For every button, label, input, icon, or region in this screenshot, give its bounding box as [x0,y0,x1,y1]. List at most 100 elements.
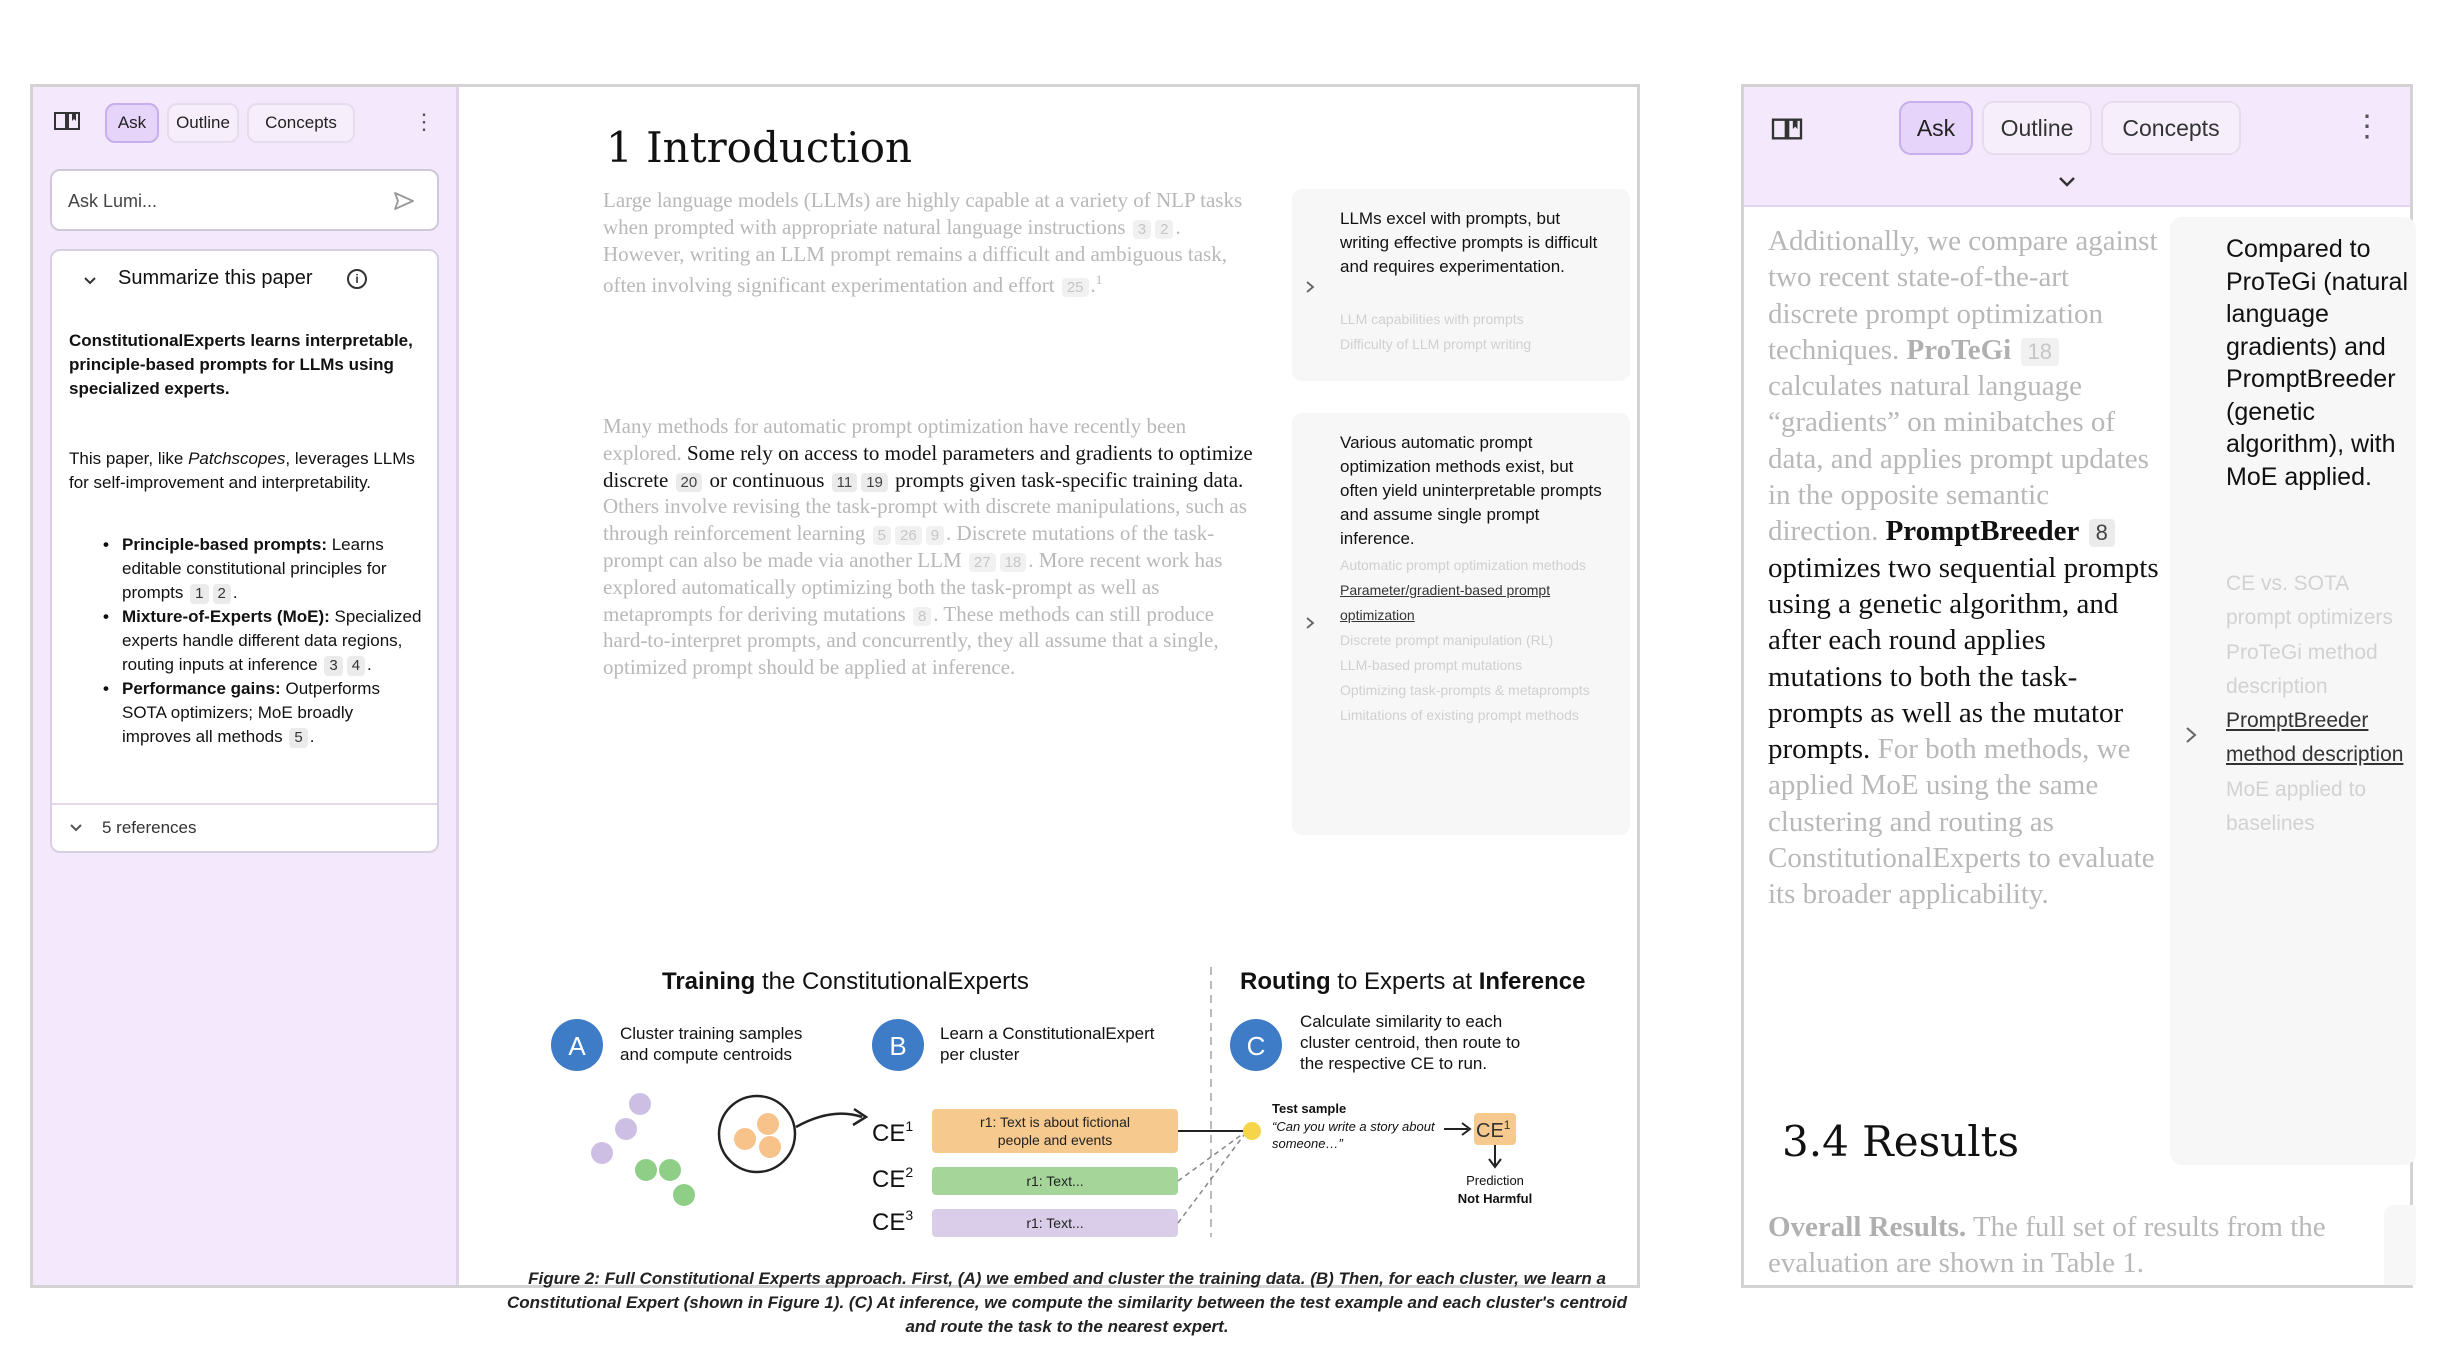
tab-concepts[interactable]: Concepts [247,103,355,143]
cluster-circle [717,1094,797,1174]
ask-input[interactable] [68,187,368,215]
reference-chip[interactable]: 8 [912,606,932,626]
ce-label: CE2 [872,1164,913,1193]
outline-summary: Various automatic prompt optimization me… [1340,433,1602,548]
reference-chip[interactable]: 18 [2020,337,2059,366]
outline-items: CE vs. SOTA prompt optimizers ProTeGi me… [2226,567,2411,841]
outline-item[interactable]: Difficulty of LLM prompt writing [1340,336,1532,352]
chevron-right-icon[interactable] [2184,725,2198,745]
outline-item[interactable]: LLM-based prompt mutations [1340,657,1523,673]
figure-diagram: Training the ConstitutionalExperts Routi… [551,967,1585,1237]
step-a-letter: A [568,1031,586,1061]
results-paragraph: Overall Results. The full set of results… [1768,1211,2326,1280]
summary-paragraph: This paper, like Patchscopes, leverages … [69,449,415,492]
outline-card-1[interactable]: LLMs excel with prompts, but writing eff… [1292,189,1630,381]
rule-text: people and events [998,1132,1112,1148]
outline-card-stub [2384,1205,2416,1285]
left-window: Ask Outline Concepts ⋮ Summarize this pa… [30,84,1640,1336]
reference-chip[interactable]: 18 [999,552,1027,572]
chevron-right-icon[interactable] [1304,279,1316,295]
summary-bullets: Principle-based prompts: Learns editable… [69,533,424,749]
info-icon[interactable]: i [347,269,367,289]
kebab-menu-icon[interactable]: ⋮ [413,109,435,134]
chevron-down-icon[interactable] [82,273,98,289]
rule-box-2 [932,1167,1178,1195]
step-c-badge [1230,1019,1282,1071]
outline-item-current[interactable]: Parameter/gradient-based prompt optimiza… [1340,582,1551,623]
reference-chip[interactable]: 3 [1132,219,1152,239]
chevron-down-icon[interactable] [2055,173,2079,191]
reference-chip[interactable]: 2 [212,584,231,604]
rule-text: r1: Text... [1026,1173,1083,1189]
ce-label: CE1 [872,1118,913,1147]
right-window: Ask Outline Concepts ⋮ Additionally, we … [1741,84,2416,1288]
step-a-text: Cluster training samples [620,1024,802,1043]
summary-bullet: Mixture-of-Experts (MoE): Specialized ex… [69,605,424,677]
outline-item[interactable]: Optimizing task-prompts & metaprompts [1340,682,1590,698]
reference-chip[interactable]: 3 [324,656,343,676]
reference-chip[interactable]: 1 [190,584,209,604]
reference-chip[interactable]: 19 [861,472,888,492]
outline-card[interactable]: Compared to ProTeGi (natural language gr… [2170,217,2416,1165]
step-b-badge [872,1019,924,1071]
reference-chip[interactable]: 26 [895,526,922,546]
step-b-text: per cluster [940,1045,1020,1064]
tab-concepts[interactable]: Concepts [2101,101,2241,155]
outline-summary: Compared to ProTeGi (natural language gr… [2226,235,2409,491]
outline-item[interactable]: Automatic prompt optimization methods [1340,557,1586,573]
reference-chip[interactable]: 11 [831,472,858,492]
ce-label: CE3 [872,1207,913,1236]
step-b-letter: B [889,1031,906,1061]
rule-text: r1: Text... [1026,1215,1083,1231]
reference-chip[interactable]: 5 [289,728,308,748]
step-a-text: and compute centroids [620,1045,792,1064]
reference-chip[interactable]: 8 [2088,519,2115,548]
summary-bullet: Performance gains: Outperforms SOTA opti… [69,677,424,749]
figure-2: Training the ConstitutionalExperts Routi… [502,877,1627,1336]
intro-paragraph-1: Large language models (LLMs) are highly … [603,188,1243,298]
outline-item-current[interactable]: PromptBreeder method description [2226,709,2404,767]
test-sample-text: someone…” [1272,1136,1343,1151]
reference-chip[interactable]: 20 [675,472,703,492]
chevron-right-icon[interactable] [1304,615,1316,631]
reference-chip[interactable]: 27 [968,552,996,572]
chevron-down-icon[interactable] [68,820,84,836]
cluster-dots [591,1093,695,1206]
kebab-menu-icon[interactable]: ⋮ [2352,110,2382,143]
tab-outline[interactable]: Outline [167,103,239,143]
lumi-sidebar: Ask Outline Concepts ⋮ Summarize this pa… [33,87,459,1285]
outline-item[interactable]: MoE applied to baselines [2226,777,2367,836]
step-c-letter: C [1247,1031,1266,1061]
tab-ask[interactable]: Ask [1899,101,1973,155]
outline-item[interactable]: ProTeGi method description [2226,640,2378,698]
figure-caption: Figure 2: Full Constitutional Experts ap… [507,1269,1627,1336]
step-a-badge [551,1019,603,1071]
outline-item[interactable]: Discrete prompt manipulation (RL) [1340,632,1554,648]
right-toolbar: Ask Outline Concepts ⋮ [1744,87,2410,207]
book-icon[interactable] [53,109,81,133]
send-icon[interactable] [393,191,415,211]
references-label: 5 references [102,818,197,837]
methods-paragraph: Additionally, we compare against two rec… [1768,225,2159,911]
reference-chip[interactable]: 25 [1061,278,1089,298]
summary-header[interactable]: Summarize this paper i [52,251,437,309]
figure-title-training: Training the ConstitutionalExperts [662,968,1029,995]
figure-title-routing: Routing to Experts at Inference [1240,968,1585,995]
section-title: 1 Introduction [606,123,913,172]
outline-item[interactable]: LLM capabilities with prompts [1340,311,1524,327]
reference-chip[interactable]: 2 [1155,219,1174,239]
reference-chip[interactable]: 4 [346,656,366,676]
outline-card-2[interactable]: Various automatic prompt optimization me… [1292,413,1630,835]
references-toggle[interactable]: 5 references [52,803,437,851]
tab-ask[interactable]: Ask [105,103,159,143]
reference-chip[interactable]: 9 [925,526,945,546]
step-c-text: the respective CE to run. [1300,1054,1487,1073]
tab-outline[interactable]: Outline [1982,101,2092,155]
outline-items: Automatic prompt optimization methods Pa… [1340,553,1620,728]
summary-lead: ConstitutionalExperts learns interpretab… [69,331,413,398]
test-sample-label: Test sample [1272,1101,1346,1116]
outline-item[interactable]: Limitations of existing prompt methods [1340,707,1579,723]
outline-item[interactable]: CE vs. SOTA prompt optimizers [2226,572,2393,630]
book-icon[interactable] [1770,115,1804,143]
reference-chip[interactable]: 5 [872,526,891,546]
